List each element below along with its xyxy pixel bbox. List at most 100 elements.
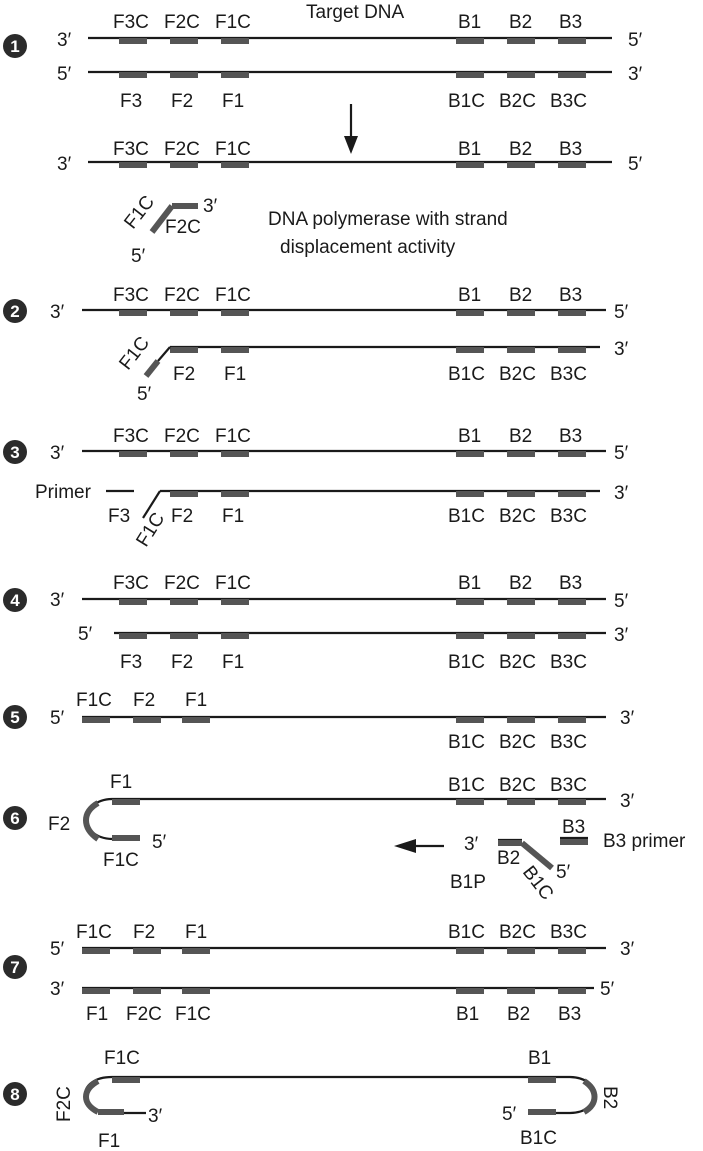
region-label: B2 (509, 12, 532, 33)
region-label: B2C (499, 91, 536, 112)
region-label: B1 (458, 426, 481, 447)
primer-binding-sites (170, 347, 586, 353)
strand-end-label: 5′ (78, 624, 93, 645)
step-badge: 1 (3, 34, 27, 58)
strand-end-label: 3′ (57, 30, 72, 51)
svg-text:6: 6 (10, 809, 19, 828)
bip-primer: 3′ B2 B1P B1C 5′ (450, 834, 571, 904)
polymerase-note: DNA polymerase with strand (268, 209, 508, 230)
region-label: F2 (48, 814, 70, 835)
region-label: B2C (499, 506, 536, 527)
region-label: B3C (550, 364, 587, 385)
strand-end-label: 5′ (502, 1104, 517, 1125)
strand-end-label: 3′ (628, 64, 643, 85)
primer-binding-sites (82, 717, 586, 723)
region-label: F1 (185, 922, 207, 943)
primer-binding-sites (119, 162, 586, 168)
strand-end-label: 5′ (628, 154, 643, 175)
step-7: 7 F1C F2 F1 B1C B2C B3C 5′ 3′ 3′ 5′ (3, 922, 635, 1025)
region-label: B3 (559, 285, 582, 306)
region-label: B1P (450, 872, 486, 893)
strand-end-label: 5′ (614, 591, 629, 612)
region-label: F2C (164, 426, 200, 447)
region-label: B3C (550, 922, 587, 943)
region-label: F3 (120, 652, 142, 673)
region-label: F2C (164, 12, 200, 33)
region-label: B2C (499, 775, 536, 796)
region-label: F3C (113, 285, 149, 306)
region-label: F3C (113, 426, 149, 447)
step-badge: 3 (3, 440, 27, 464)
region-label: B2 (509, 426, 532, 447)
region-label: F1C (175, 1004, 211, 1025)
region-label: B3C (550, 732, 587, 753)
strand-end-label: 5′ (50, 708, 65, 729)
primer-binding-sites (112, 799, 586, 841)
region-label: F2 (171, 91, 193, 112)
region-label: F2 (133, 690, 155, 711)
region-label: B2C (499, 652, 536, 673)
svg-text:1: 1 (10, 37, 19, 56)
svg-text:8: 8 (10, 1085, 19, 1104)
svg-text:5: 5 (10, 708, 19, 727)
region-label: F3C (113, 573, 149, 594)
region-label: F1C (215, 426, 251, 447)
primer-binding-sites (170, 491, 586, 497)
region-label: F1 (185, 690, 207, 711)
region-label: B2C (499, 732, 536, 753)
region-label: B2 (509, 573, 532, 594)
region-label: F1 (224, 364, 246, 385)
region-label: B1 (528, 1048, 551, 1069)
strand-end-label: 3′ (50, 979, 65, 1000)
strand-end-label: 5′ (614, 302, 629, 323)
region-label: F2C (164, 573, 200, 594)
strand-end-label: 3′ (57, 154, 72, 175)
fip-primer: 3′ F2C F1C 5′ (120, 192, 217, 267)
region-label: B3 (562, 817, 585, 838)
region-label: B1C (448, 775, 485, 796)
region-label: B3C (550, 91, 587, 112)
region-label: F2C (54, 1086, 75, 1122)
region-label: B1 (458, 573, 481, 594)
region-label: B2 (509, 139, 532, 160)
strand-end-label: 3′ (620, 791, 635, 812)
step-badge: 7 (3, 955, 27, 979)
region-label: F2C (165, 217, 201, 238)
region-label: B1C (448, 922, 485, 943)
strand-end-label: 5′ (628, 30, 643, 51)
strand-end-label: 3′ (614, 339, 629, 360)
region-label: B3 (559, 12, 582, 33)
svg-text:7: 7 (10, 958, 19, 977)
svg-text:3: 3 (10, 443, 19, 462)
step-badge: 8 (3, 1082, 27, 1106)
strand-end-label: 5′ (556, 862, 571, 883)
step-6: 6 B1C B2C B3C F1 F2 3′ 5′ F1C 3′ B2 B (3, 772, 686, 904)
region-label: F1 (86, 1004, 108, 1025)
primer-binding-sites (82, 988, 586, 994)
region-label: B3C (550, 652, 587, 673)
svg-text:2: 2 (10, 302, 19, 321)
primer-binding-sites (119, 38, 586, 44)
region-label: F2C (164, 285, 200, 306)
strand-end-label: 3′ (148, 1106, 163, 1127)
step-badge: 2 (3, 299, 27, 323)
region-label: F1C (215, 139, 251, 160)
step-8: 8 F1C B1 F2C B2 3′ 5′ F1 B1C (3, 1048, 620, 1151)
strand-end-label: 3′ (50, 590, 65, 611)
region-label: F2 (171, 506, 193, 527)
strand-end-label: 5′ (152, 832, 167, 853)
region-label: F1C (76, 922, 112, 943)
region-label: B3C (550, 506, 587, 527)
region-label: F1 (222, 652, 244, 673)
region-label: F3C (113, 139, 149, 160)
primer-binding-sites (119, 72, 586, 78)
region-label: F1C (215, 285, 251, 306)
region-label: B2C (499, 364, 536, 385)
f2-loop-segment (83, 800, 100, 842)
region-label: B2 (509, 285, 532, 306)
b3-primer: B3 B3 primer (560, 817, 686, 852)
region-label: F1C (132, 509, 169, 551)
strand-end-label: 3′ (50, 443, 65, 464)
step-badge: 6 (3, 806, 27, 830)
region-label: F1C (115, 333, 154, 374)
